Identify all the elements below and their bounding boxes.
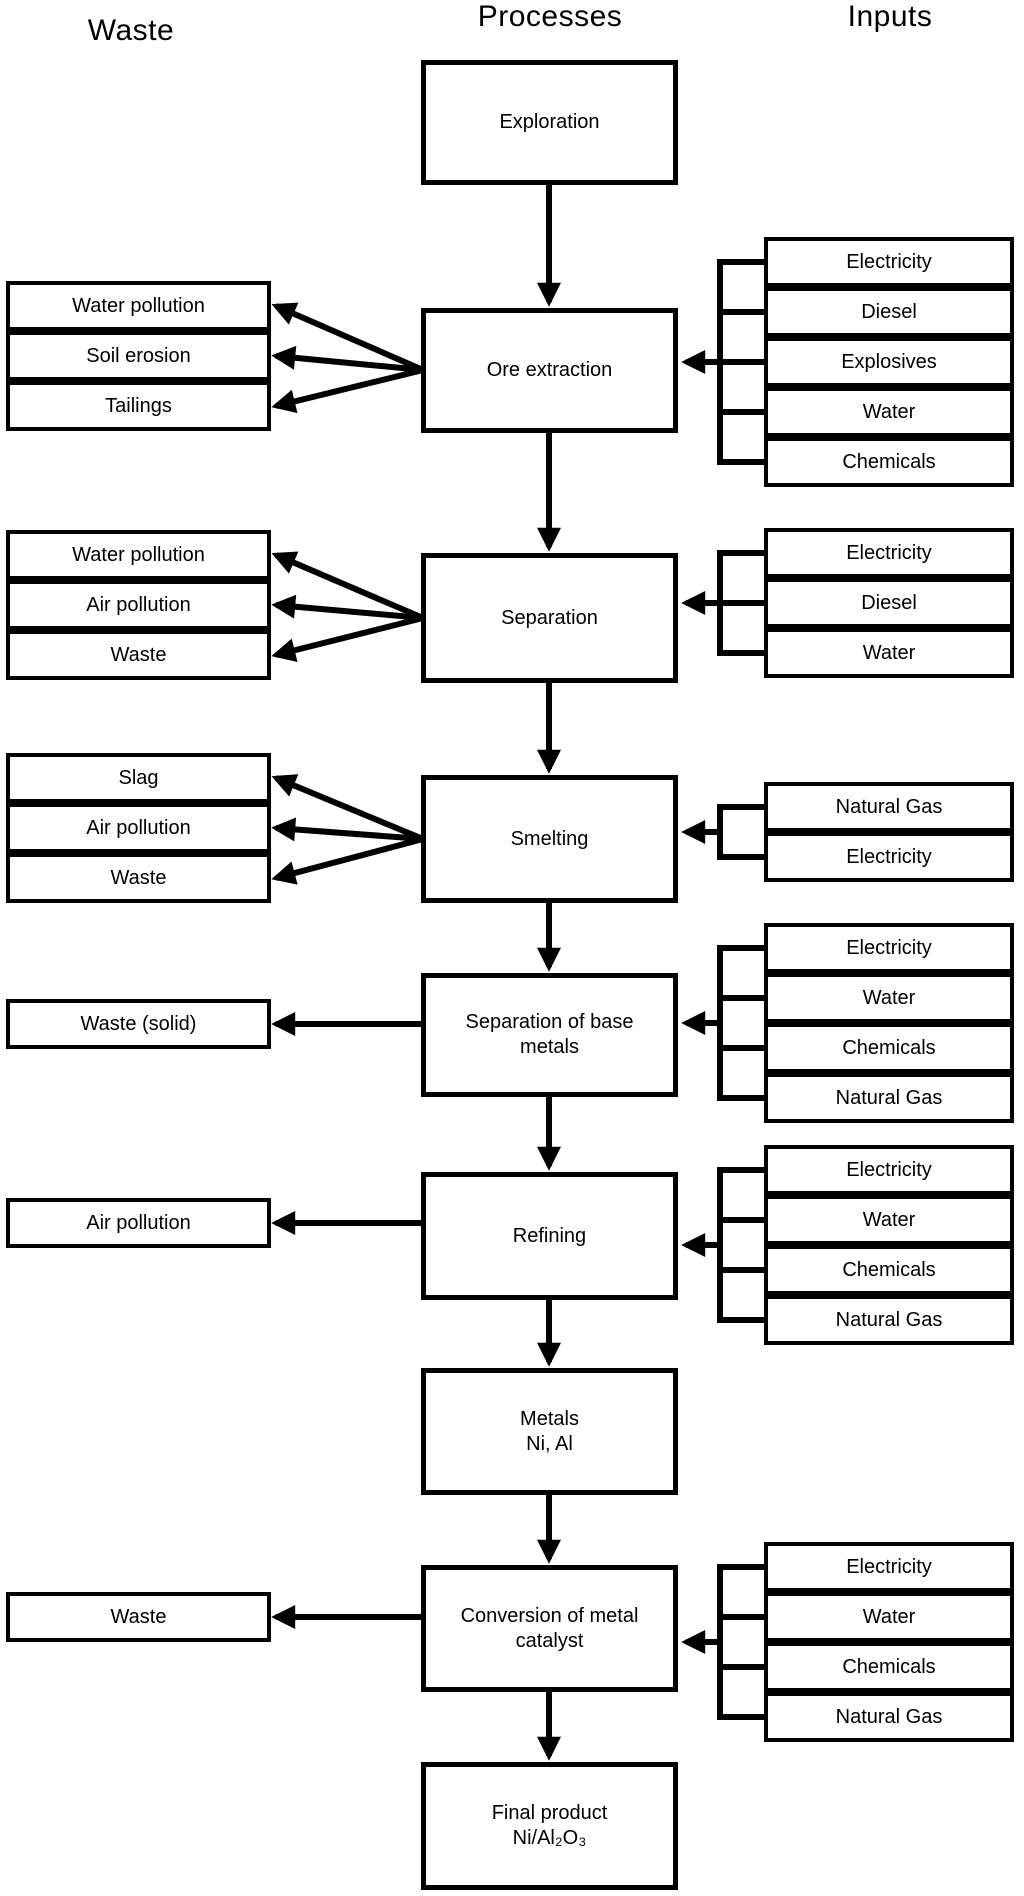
- input-box: Natural Gas: [764, 1295, 1014, 1345]
- process-label: Exploration: [499, 111, 600, 133]
- process-label-line2: Ni, Al: [526, 1432, 573, 1455]
- input-box: Water: [764, 1195, 1014, 1245]
- input-box: Chemicals: [764, 437, 1014, 487]
- input-connector-separation: [681, 550, 769, 656]
- input-box: Explosives: [764, 337, 1014, 387]
- input-box: Electricity: [764, 923, 1014, 973]
- waste-arrow-ore-1: [271, 302, 425, 373]
- column-header-processes: Processes: [477, 0, 623, 33]
- input-box: Natural Gas: [764, 1692, 1014, 1742]
- waste-arrow-smelting-2: [271, 817, 424, 842]
- process-box-exploration: Exploration: [421, 60, 678, 185]
- process-label: Separation of base metals: [465, 1011, 634, 1058]
- input-box: Water: [764, 387, 1014, 437]
- process-label: Smelting: [510, 827, 589, 850]
- process-label: Conversion of metal catalyst: [460, 1604, 639, 1652]
- process-label-line2: Ni/Al₂O₃: [512, 1827, 587, 1849]
- input-connector-separation-base: [681, 945, 769, 1101]
- process-box-conversion-metal-catalyst: Conversion of metal catalyst: [421, 1565, 678, 1692]
- waste-box: Air pollution: [6, 580, 271, 630]
- input-box: Chemicals: [764, 1642, 1014, 1692]
- process-label: Ore extraction: [486, 359, 613, 381]
- process-box-ore-extraction: Ore extraction: [421, 308, 678, 433]
- column-header-waste: Waste: [87, 14, 175, 47]
- input-connector-smelting: [681, 804, 769, 860]
- input-box: Diesel: [764, 287, 1014, 337]
- waste-arrow-separation-1: [271, 551, 425, 621]
- waste-box: Tailings: [6, 381, 271, 431]
- waste-box: Water pollution: [6, 281, 271, 331]
- input-box: Chemicals: [764, 1023, 1014, 1073]
- waste-arrow-ore-2: [271, 345, 424, 373]
- input-box: Water: [764, 628, 1014, 678]
- input-box: Water: [764, 1592, 1014, 1642]
- input-box: Chemicals: [764, 1245, 1014, 1295]
- input-box: Electricity: [764, 1542, 1014, 1592]
- process-label: Refining: [512, 1224, 587, 1247]
- input-box: Natural Gas: [764, 1073, 1014, 1123]
- waste-box: Waste: [6, 853, 271, 903]
- waste-arrow-smelting-3: [271, 836, 424, 885]
- process-box-smelting: Smelting: [421, 775, 678, 903]
- input-box: Electricity: [764, 237, 1014, 287]
- input-box: Diesel: [764, 578, 1014, 628]
- process-label: Separation: [501, 606, 598, 629]
- input-box: Electricity: [764, 1145, 1014, 1195]
- input-connector-ore-extraction: [681, 259, 769, 465]
- process-box-separation-base-metals: Separation of base metals: [421, 973, 678, 1097]
- input-box: Water: [764, 973, 1014, 1023]
- column-header-inputs: Inputs: [847, 0, 933, 33]
- input-box: Natural Gas: [764, 782, 1014, 832]
- input-connector-conversion: [681, 1564, 769, 1720]
- waste-box: Waste: [6, 630, 271, 680]
- input-connector-refining: [681, 1167, 769, 1323]
- waste-arrow-separation-2: [271, 594, 424, 621]
- waste-box: Water pollution: [6, 530, 271, 580]
- input-box: Electricity: [764, 528, 1014, 578]
- process-box-refining: Refining: [421, 1172, 678, 1300]
- waste-arrow-smelting-1: [271, 774, 425, 842]
- waste-arrow-ore-3: [271, 367, 424, 414]
- process-box-separation: Separation: [421, 553, 678, 683]
- waste-box: Soil erosion: [6, 331, 271, 381]
- input-box: Electricity: [764, 832, 1014, 882]
- waste-arrows: [271, 302, 425, 1629]
- waste-box: Waste: [6, 1592, 271, 1642]
- waste-box: Air pollution: [6, 1198, 271, 1248]
- waste-arrow-separation-3: [271, 615, 424, 662]
- waste-box: Air pollution: [6, 803, 271, 853]
- waste-box: Slag: [6, 753, 271, 803]
- waste-box: Waste (solid): [6, 999, 271, 1049]
